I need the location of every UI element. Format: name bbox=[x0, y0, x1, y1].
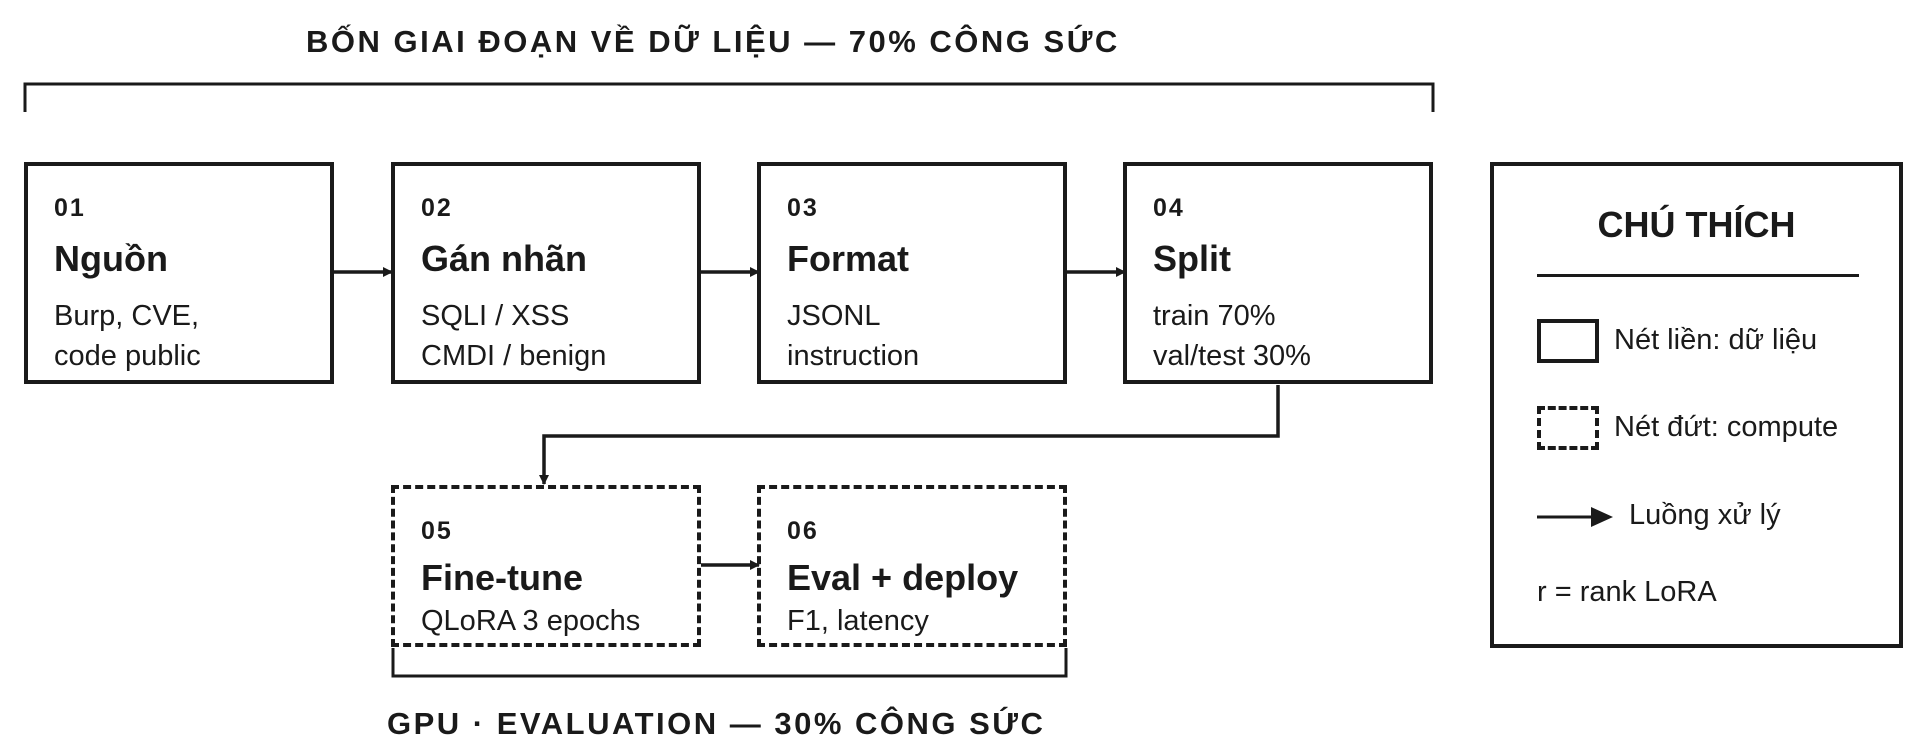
stage-number: 06 bbox=[787, 517, 819, 545]
stage-title: Eval + deploy bbox=[787, 557, 1019, 598]
legend-dashed-label: Nét đứt: compute bbox=[1614, 411, 1839, 443]
legend-solid-swatch bbox=[1537, 319, 1599, 363]
bottom-bracket bbox=[391, 648, 1068, 678]
legend-dashed-swatch bbox=[1537, 406, 1599, 450]
stage-box-06: 06 Eval + deploy F1, latency bbox=[757, 485, 1067, 647]
stage-box-02: 02 Gán nhãn SQLI / XSS CMDI / benign bbox=[391, 162, 701, 384]
stage-number: 02 bbox=[421, 194, 453, 222]
legend-rank-label: r = rank LoRA bbox=[1537, 576, 1717, 608]
stage-box-05: 05 Fine-tune QLoRA 3 epochs bbox=[391, 485, 701, 647]
stage-title: Nguồn bbox=[54, 238, 168, 279]
stage-number: 04 bbox=[1153, 194, 1185, 222]
stage-number: 05 bbox=[421, 517, 453, 545]
stage-title: Split bbox=[1153, 238, 1231, 279]
legend-arrow-icon bbox=[1537, 507, 1613, 527]
legend-panel: CHÚ THÍCH Nét liền: dữ liệu Nét đứt: com… bbox=[1490, 162, 1903, 648]
stage-desc-line: JSONL bbox=[787, 300, 881, 332]
stage-desc-line: train 70% bbox=[1153, 300, 1276, 332]
stage-desc-line: F1, latency bbox=[787, 605, 929, 637]
stage-title: Fine-tune bbox=[421, 557, 583, 598]
legend-divider bbox=[1537, 274, 1859, 277]
legend-title: CHÚ THÍCH bbox=[1597, 204, 1796, 245]
stage-box-01: 01 Nguồn Burp, CVE, code public bbox=[24, 162, 334, 384]
stage-number: 01 bbox=[54, 194, 86, 222]
arrow-04-05 bbox=[539, 385, 1280, 485]
stage-desc-line: SQLI / XSS bbox=[421, 300, 570, 332]
top-bracket bbox=[23, 82, 1435, 112]
stage-desc-line: Burp, CVE, bbox=[54, 300, 200, 332]
bottom-group-label: GPU · EVALUATION — 30% CÔNG SỨC bbox=[387, 706, 1046, 741]
stage-title: Format bbox=[787, 238, 910, 279]
legend-solid-label: Nét liền: dữ liệu bbox=[1614, 324, 1818, 356]
stage-desc-line: QLoRA 3 epochs bbox=[421, 605, 641, 637]
stage-box-03: 03 Format JSONL instruction bbox=[757, 162, 1067, 384]
stage-desc-line: instruction bbox=[787, 340, 920, 372]
stage-desc-line: val/test 30% bbox=[1153, 340, 1311, 372]
stage-box-04: 04 Split train 70% val/test 30% bbox=[1123, 162, 1433, 384]
legend-arrow-label: Luồng xử lý bbox=[1629, 499, 1781, 531]
stage-title: Gán nhãn bbox=[421, 238, 588, 279]
stage-desc-line: CMDI / benign bbox=[421, 340, 607, 372]
stage-number: 03 bbox=[787, 194, 819, 222]
top-group-label: BỐN GIAI ĐOẠN VỀ DỮ LIỆU — 70% CÔNG SỨC bbox=[306, 24, 1120, 59]
stage-desc-line: code public bbox=[54, 340, 201, 372]
